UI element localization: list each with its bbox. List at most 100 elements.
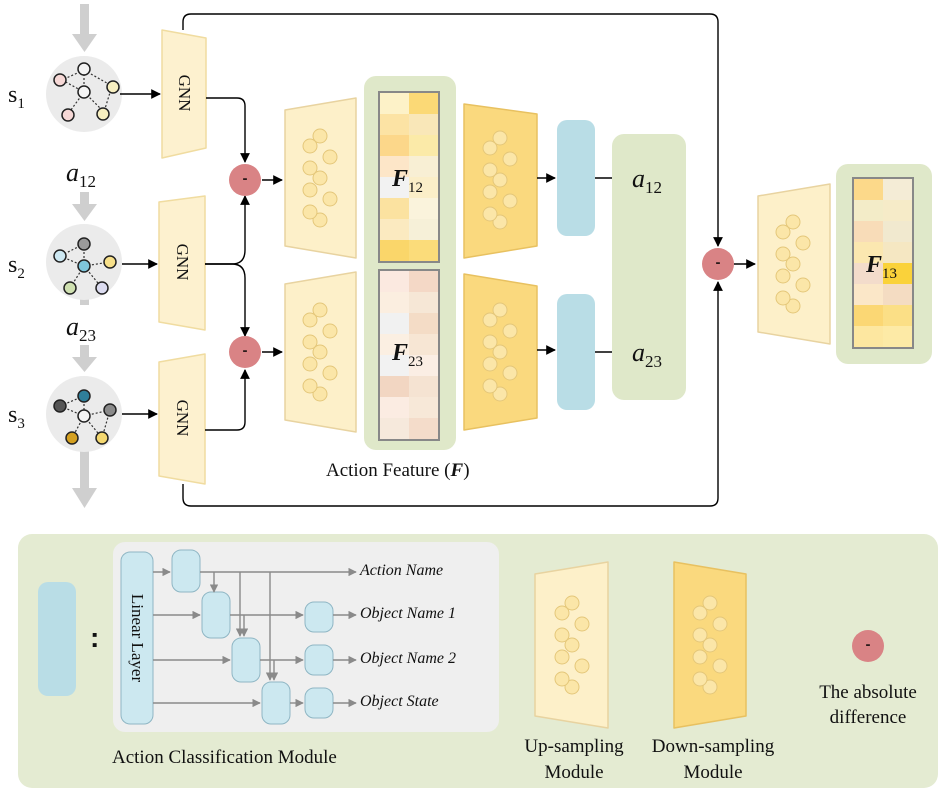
feature-cell xyxy=(883,221,912,242)
upsampling-block-1 xyxy=(284,97,357,259)
feature-cell xyxy=(854,200,883,221)
action-classification-caption: Action Classification Module xyxy=(112,747,337,768)
legend-colon: : xyxy=(90,622,100,653)
feature-cell xyxy=(409,292,438,313)
feature-cell xyxy=(380,334,409,355)
feature-cell xyxy=(409,313,438,334)
action-feature-caption: Action Feature (F) xyxy=(326,460,470,481)
state-flow-arrow xyxy=(72,4,97,508)
abs-diff-caption-line2: difference xyxy=(829,707,907,728)
abs-diff-node-1 xyxy=(229,164,261,196)
minus-symbol-3: - xyxy=(715,254,721,271)
feature-cell xyxy=(409,376,438,397)
feature-cell xyxy=(409,334,438,355)
feature-cell xyxy=(883,305,912,326)
feature-cell xyxy=(380,271,409,292)
feature-cell xyxy=(380,418,409,439)
feature-cell xyxy=(380,376,409,397)
feature-cell xyxy=(409,156,438,177)
feature-cell xyxy=(409,355,438,376)
feature-cell xyxy=(883,284,912,305)
feature-cell xyxy=(380,397,409,418)
action-classification-module xyxy=(113,542,499,732)
upsampling-caption-line1: Up-sampling xyxy=(524,736,624,757)
feature-cell xyxy=(380,355,409,376)
upsampling-caption-line2: Module xyxy=(544,762,604,783)
state-label-s1: s1 xyxy=(8,82,25,112)
skip-connection xyxy=(182,13,723,507)
linear-layer-label: Linear Layer xyxy=(128,593,147,683)
action-label-a23: a23 xyxy=(66,312,96,346)
gnn-to-diff-arrows xyxy=(205,97,283,431)
feature-cell xyxy=(380,219,409,240)
legend-minus-symbol: - xyxy=(865,636,871,653)
feature-cell xyxy=(380,177,409,198)
downsampling-block-1 xyxy=(463,103,538,259)
linear-layer xyxy=(120,551,154,725)
abs-diff-node-2 xyxy=(229,336,261,368)
mlp-cells xyxy=(171,549,334,725)
feature-cell xyxy=(380,93,409,114)
scene-graph-s2 xyxy=(46,224,122,300)
feature-cell xyxy=(409,135,438,156)
feature-cell xyxy=(380,240,409,261)
classifier-block-1 xyxy=(557,120,595,236)
feature-cell xyxy=(883,242,912,263)
feature-label-F13: F13 xyxy=(866,252,898,282)
gnn-block-1 xyxy=(161,29,207,159)
scene-graph-s1 xyxy=(46,56,122,132)
feature-cell xyxy=(854,284,883,305)
minus-symbol-1: - xyxy=(242,170,248,187)
feature-cell xyxy=(854,305,883,326)
feature-cell xyxy=(380,135,409,156)
downsampling-caption-line2: Module xyxy=(683,762,743,783)
scene-graph-s3 xyxy=(46,376,122,452)
feature-cell xyxy=(380,198,409,219)
downsampling-caption-line1: Down-sampling xyxy=(651,736,775,757)
feature-cell xyxy=(883,179,912,200)
feature-cell xyxy=(380,313,409,334)
output-panel xyxy=(612,134,686,400)
action-label-a12: a12 xyxy=(66,158,96,192)
feature-cell xyxy=(409,418,438,439)
downsampling-block-2 xyxy=(463,273,538,431)
feature-map-F12 xyxy=(380,93,438,261)
state-label-s2: s2 xyxy=(8,252,25,282)
feature-cell xyxy=(854,242,883,263)
feature-cell xyxy=(883,326,912,347)
head-action-name: Action Name xyxy=(360,562,444,579)
feature-map-F13 xyxy=(854,179,912,347)
feature-cell xyxy=(409,93,438,114)
feature-cell xyxy=(854,263,883,284)
feature-cell xyxy=(409,271,438,292)
classifier-block-2 xyxy=(557,294,595,410)
output-label-a23: a23 xyxy=(632,338,662,372)
legend-upsampling-icon xyxy=(534,561,609,729)
feature-cell xyxy=(854,326,883,347)
gnn-label-3: GNN xyxy=(173,399,192,437)
feature-map-F23 xyxy=(380,271,438,439)
gnn-label-2: GNN xyxy=(173,243,192,281)
state-to-gnn-arrows xyxy=(120,89,161,419)
feature-cell xyxy=(854,221,883,242)
upsampling-block-3 xyxy=(757,183,831,345)
feature-cell xyxy=(854,179,883,200)
head-object-state: Object State xyxy=(360,693,439,710)
output-label-a12: a12 xyxy=(632,164,662,198)
feature-cell xyxy=(380,156,409,177)
gnn-block-2 xyxy=(158,195,206,331)
upsampling-block-2 xyxy=(284,271,357,433)
feature-cell xyxy=(409,397,438,418)
feature-cell xyxy=(409,177,438,198)
feature-cell xyxy=(883,200,912,221)
abs-diff-caption-line1: The absolute xyxy=(819,682,917,703)
feature-cell xyxy=(409,114,438,135)
feature-cell xyxy=(409,219,438,240)
minus-symbol-2: - xyxy=(242,342,248,359)
feature-cell xyxy=(409,240,438,261)
head-object-name-1: Object Name 1 xyxy=(360,605,456,622)
legend-downsampling-icon xyxy=(673,561,747,729)
feature-cell xyxy=(380,292,409,313)
feature-label-F12: F12 xyxy=(392,166,424,196)
feature-label-F23: F23 xyxy=(392,340,424,370)
